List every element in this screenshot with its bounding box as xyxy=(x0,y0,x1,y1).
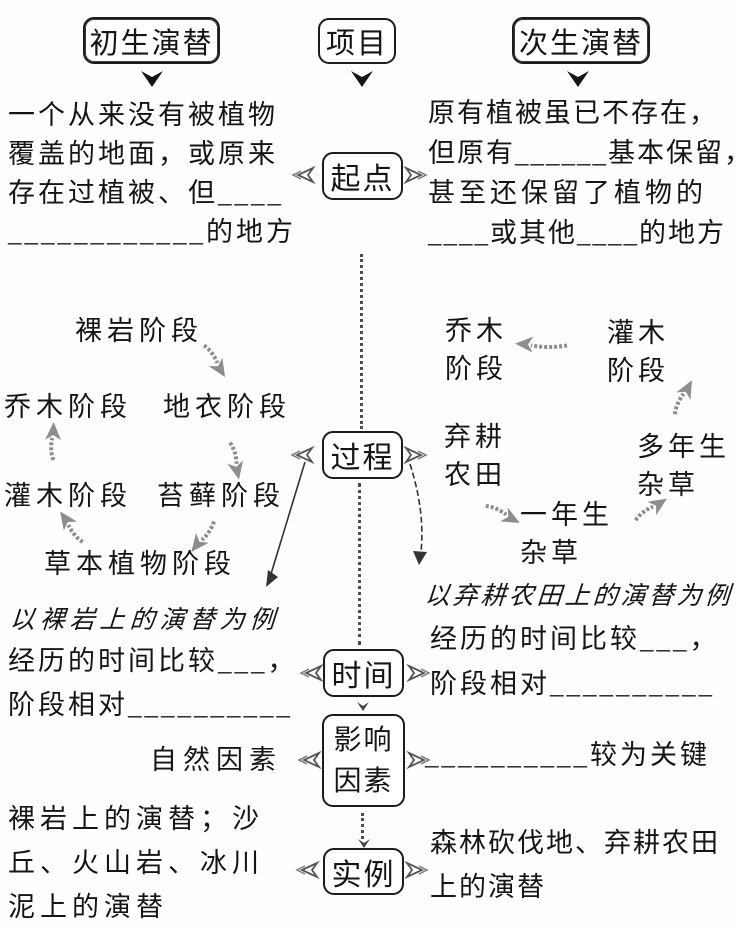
factors-to-example-arrow-icon xyxy=(358,839,370,848)
stage-tree-right-line: 乔木 xyxy=(445,316,507,346)
time-box: 时间 xyxy=(323,649,404,697)
time-label: 时间 xyxy=(331,660,396,693)
origin-right-line: 原有植被虽已不存在， xyxy=(428,98,718,128)
example-right-chevron-icon xyxy=(404,860,429,880)
example-left-line: 裸岩上的演替；沙 xyxy=(8,804,264,834)
stage-shrub-right-line: 灌木 xyxy=(607,318,669,348)
stage-annual-weeds-line: 一年生 xyxy=(520,500,613,530)
stage-abandoned-farmland: 弃耕 农田 xyxy=(444,418,506,494)
example-left-line: 丘、火山岩、冰川 xyxy=(8,848,264,878)
spine-connector xyxy=(361,813,364,839)
process-box: 过程 xyxy=(322,431,403,479)
example-left-line: 泥上的演替 xyxy=(8,892,168,922)
secondary-succession-box: 次生演替 xyxy=(512,17,650,64)
stage-bare-rock: 裸岩阶段 xyxy=(75,316,203,346)
factors-right-chevron-icon xyxy=(406,750,431,770)
down-arrow-icon xyxy=(567,71,589,87)
origin-left-line: 存在过植被、但____ xyxy=(8,178,284,208)
example-right-line: 森林砍伐地、弃耕农田 xyxy=(430,828,720,858)
arrow-shrub-to-tree-right-icon xyxy=(515,336,568,353)
process-label: 过程 xyxy=(330,442,395,475)
origin-box: 起点 xyxy=(322,152,403,200)
factors-left-chevron-icon xyxy=(297,750,322,770)
arrow-lichen-to-moss-icon xyxy=(227,441,244,480)
example-right-text: 森林砍伐地、弃耕农田 上的演替 xyxy=(430,830,720,901)
example-right-line: 上的演替 xyxy=(430,872,546,902)
factors-box: 影响 因素 xyxy=(322,714,405,807)
stage-perennial-weeds-line: 杂草 xyxy=(637,470,699,500)
time-right-line: 阶段相对__________ xyxy=(430,669,715,699)
arrow-annual-to-perennial-icon xyxy=(633,498,667,522)
origin-label: 起点 xyxy=(330,163,395,196)
origin-right-line: 甚至还保留了植物的 xyxy=(428,178,707,208)
origin-left-line: 覆盖的地面，或原来 xyxy=(8,139,278,169)
spine-connector xyxy=(360,254,363,429)
stage-lichen: 地衣阶段 xyxy=(163,392,291,422)
arrow-herb-to-shrub-icon xyxy=(60,511,84,544)
stage-shrub-right-line: 阶段 xyxy=(607,356,669,386)
origin-left-chevron-icon xyxy=(291,165,316,185)
example-box: 实例 xyxy=(323,848,404,895)
down-arrow-icon xyxy=(141,71,163,87)
arrow-farmland-to-annual-icon xyxy=(485,503,520,523)
stage-tree-left: 乔木阶段 xyxy=(4,392,132,422)
factors-label-line: 影响 xyxy=(333,724,394,756)
example-left-text: 裸岩上的演替；沙 丘、火山岩、冰川 泥上的演替 xyxy=(8,806,264,921)
origin-left-line: ____________的地方 xyxy=(8,217,296,247)
project-label: 项目 xyxy=(325,28,388,60)
process-to-farmland-example-arrow-icon xyxy=(409,463,427,565)
stage-abandoned-farmland-line: 农田 xyxy=(444,460,506,490)
origin-left-line: 一个从来没有被植物 xyxy=(8,100,278,130)
stage-herb: 草本植物阶段 xyxy=(44,549,236,579)
process-left-chevron-icon xyxy=(290,445,315,465)
time-left-line: 经历的时间比较___， xyxy=(8,646,298,676)
factors-right-text: __________较为关键 xyxy=(425,740,710,770)
arrow-moss-to-herb-icon xyxy=(191,520,216,552)
origin-right-text: 原有植被虽已不存在， 但原有______基本保留， 甚至还保留了植物的 ____… xyxy=(428,100,740,247)
origin-left-text: 一个从来没有被植物 覆盖的地面，或原来 存在过植被、但____ ________… xyxy=(8,102,296,246)
secondary-succession-label: 次生演替 xyxy=(518,27,643,60)
spine-connector xyxy=(358,483,361,645)
stage-annual-weeds: 一年生 杂草 xyxy=(520,496,613,572)
time-right-text: 经历的时间比较___， 阶段相对__________ xyxy=(430,626,720,698)
process-right-chevron-icon xyxy=(403,445,428,465)
farmland-cycle-caption: 以弃耕农田上的演替为例 xyxy=(423,583,734,610)
stage-abandoned-farmland-line: 弃耕 xyxy=(444,422,506,452)
time-to-factors-arrow-icon xyxy=(357,702,369,711)
project-box: 项目 xyxy=(318,18,396,64)
stage-shrub-right: 灌木 阶段 xyxy=(607,314,669,390)
arrow-bare-rock-to-lichen-icon xyxy=(202,343,226,378)
primary-succession-box: 初生演替 xyxy=(83,17,220,64)
stage-moss: 苔藓阶段 xyxy=(157,481,285,511)
process-to-bare-rock-example-arrow-icon xyxy=(266,461,306,587)
origin-right-chevron-icon xyxy=(403,165,428,185)
stage-annual-weeds-line: 杂草 xyxy=(520,538,582,568)
origin-right-line: 但原有______基本保留， xyxy=(428,138,740,168)
stage-tree-right-line: 阶段 xyxy=(445,354,507,384)
time-left-line: 阶段相对__________ xyxy=(8,690,293,720)
example-left-chevron-icon xyxy=(295,860,320,880)
stage-shrub-left: 灌木阶段 xyxy=(4,481,132,511)
stage-tree-right: 乔木 阶段 xyxy=(445,312,507,388)
time-left-text: 经历的时间比较___， 阶段相对__________ xyxy=(8,648,298,719)
down-arrow-icon xyxy=(351,71,373,87)
factors-label-line: 因素 xyxy=(333,765,394,797)
arrow-shrub-to-tree-icon xyxy=(45,422,62,461)
time-left-chevron-icon xyxy=(299,663,324,683)
arrow-perennial-to-shrub-icon xyxy=(672,380,692,415)
time-right-line: 经历的时间比较___， xyxy=(430,624,720,654)
primary-succession-label: 初生演替 xyxy=(89,27,214,60)
bare-rock-cycle-caption: 以裸岩上的演替为例 xyxy=(8,607,281,634)
stage-perennial-weeds: 多年生 杂草 xyxy=(637,428,730,504)
time-right-chevron-icon xyxy=(406,663,431,683)
example-label: 实例 xyxy=(331,858,396,892)
factors-left-text: 自然因素 xyxy=(150,745,282,775)
stage-perennial-weeds-line: 多年生 xyxy=(637,432,730,462)
origin-right-line: ____或其他____的地方 xyxy=(428,218,726,248)
